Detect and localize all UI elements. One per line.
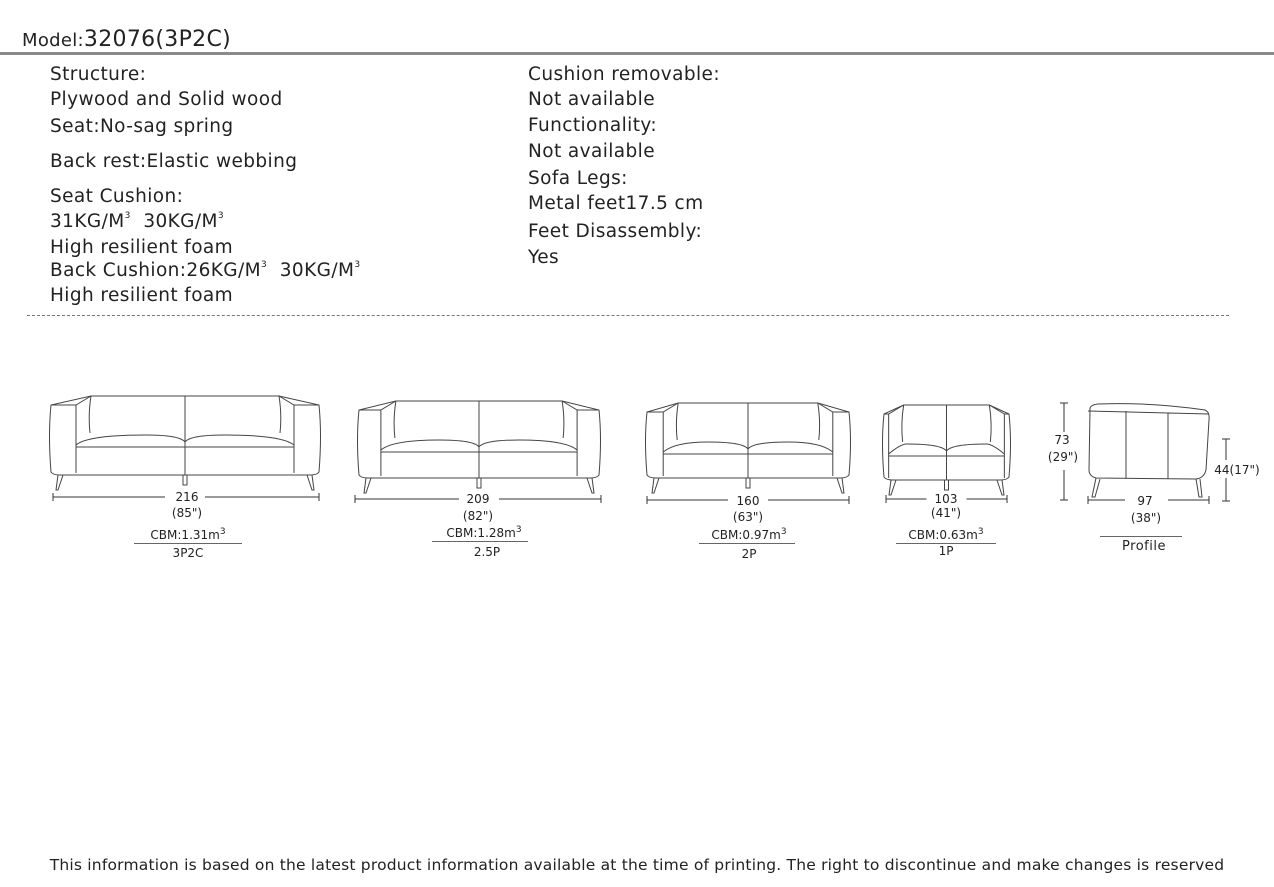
dimension-line-2p <box>646 496 850 504</box>
header-rule <box>0 52 1274 55</box>
spec-cushion-removable-value: Not available <box>528 89 655 110</box>
underline <box>134 543 242 544</box>
width-in-2p: (63") <box>732 510 764 524</box>
width-in-1p: (41") <box>930 506 962 520</box>
profile-height-cm: 73 <box>1054 433 1070 447</box>
spec-cushion-removable-label: Cushion removable: <box>528 64 720 85</box>
sofa-1p <box>882 404 1011 496</box>
underline <box>699 543 795 544</box>
profile-depth-in: (38") <box>1130 511 1162 525</box>
profile-height-in: (29") <box>1047 450 1079 464</box>
model-label: Model: <box>22 30 84 51</box>
dashed-divider <box>27 315 1229 316</box>
spec-structure-label: Structure: <box>50 64 147 85</box>
label-2-5p: 2.5P <box>473 545 501 559</box>
spec-seat-density: 31KG/M3 30KG/M3 <box>50 211 225 232</box>
label-2p: 2P <box>741 547 757 561</box>
spec-seat: Seat:No-sag spring <box>50 116 234 137</box>
profile-depth-cm: 97 <box>1137 494 1153 508</box>
spec-feet-value: Yes <box>528 247 560 268</box>
label-3p2c: 3P2C <box>172 546 204 560</box>
model-title: Model:32076(3P2C) <box>22 27 231 52</box>
sofa-2p <box>645 402 851 494</box>
spec-legs-label: Sofa Legs: <box>528 168 628 189</box>
dimension-line-2-5p <box>354 495 602 503</box>
footer-disclaimer: This information is based on the latest … <box>49 856 1225 874</box>
sofa-profile <box>1087 403 1210 498</box>
spec-back-foam: High resilient foam <box>50 285 234 306</box>
width-cm-1p: 103 <box>934 492 958 506</box>
spec-back-rest: Back rest:Elastic webbing <box>50 151 298 172</box>
dimension-line-1p <box>885 495 1008 503</box>
cbm-1p: CBM:0.63m3 <box>908 527 984 542</box>
width-cm-2-5p: 209 <box>466 492 490 506</box>
underline <box>432 541 528 542</box>
profile-dimension-lines <box>1060 402 1230 504</box>
spec-functionality-value: Not available <box>528 141 655 162</box>
cbm-2-5p: CBM:1.28m3 <box>446 525 522 540</box>
profile-seat-height: 44(17") <box>1214 463 1260 477</box>
spec-seat-foam: High resilient foam <box>50 237 234 258</box>
spec-back-cushion: Back Cushion:26KG/M3 30KG/M3 <box>50 260 361 281</box>
dimension-line-3p2c <box>52 493 320 501</box>
sofa-3p2c <box>49 395 321 491</box>
sofa-2-5p <box>357 400 601 494</box>
spec-functionality-label: Functionality: <box>528 115 657 136</box>
spec-structure-value: Plywood and Solid wood <box>50 89 283 110</box>
label-profile: Profile <box>1122 539 1166 554</box>
cbm-3p2c: CBM:1.31m3 <box>150 527 226 542</box>
underline <box>896 543 996 544</box>
label-1p: 1P <box>938 544 954 558</box>
spec-feet-label: Feet Disassembly: <box>528 221 703 242</box>
spec-seat-cushion-label: Seat Cushion: <box>50 186 184 207</box>
cbm-2p: CBM:0.97m3 <box>711 527 787 542</box>
model-value: 32076(3P2C) <box>83 27 231 52</box>
width-in-3p2c: (85") <box>171 506 203 520</box>
spec-legs-value: Metal feet17.5 cm <box>528 193 704 214</box>
width-cm-3p2c: 216 <box>175 490 199 504</box>
width-cm-2p: 160 <box>736 494 760 508</box>
underline <box>1100 536 1182 537</box>
width-in-2-5p: (82") <box>462 509 494 523</box>
